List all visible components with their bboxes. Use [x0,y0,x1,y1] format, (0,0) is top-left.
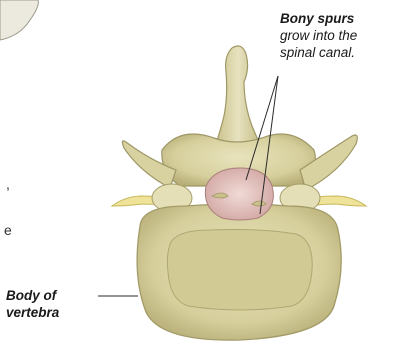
body-line-2: vertebra [6,304,116,321]
spinous-process [214,46,262,150]
vertebral-body-inner [167,230,312,311]
body-of-vertebra-label: Body of vertebra [6,287,116,321]
body-line-1: Body of [6,287,116,304]
spurs-line-1: grow into the [280,27,408,44]
spurs-title: Bony spurs [280,11,354,26]
cut-off-text-fragment: , [6,176,10,192]
background-circle-fragment [0,0,38,40]
cut-off-text-fragment: e [4,222,12,238]
spurs-line-2: spinal canal. [280,44,408,61]
bony-spurs-label: Bony spurs grow into the spinal canal. [280,10,408,61]
